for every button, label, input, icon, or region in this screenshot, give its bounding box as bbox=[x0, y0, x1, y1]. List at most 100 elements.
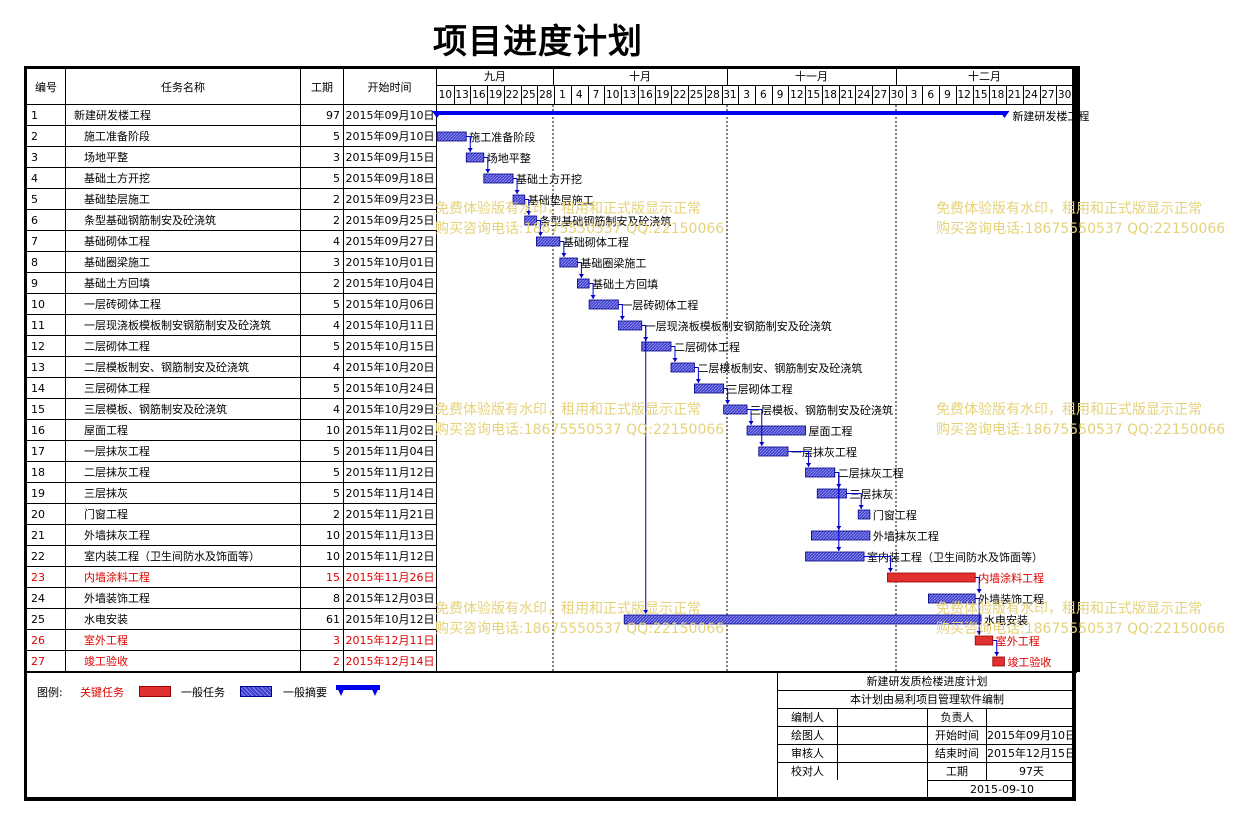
task-name: 外墙装饰工程 bbox=[84, 592, 150, 605]
task-bar bbox=[588, 299, 619, 310]
dependency-arrowhead bbox=[485, 169, 491, 173]
task-id: 9 bbox=[31, 277, 38, 290]
grid-day-sep bbox=[671, 86, 673, 104]
grid-hline bbox=[27, 335, 436, 336]
grid-day-sep bbox=[604, 86, 606, 104]
grid-month-sep bbox=[553, 68, 554, 85]
legend-normal-swatch bbox=[240, 686, 272, 697]
dependency-link bbox=[834, 472, 840, 530]
grid-day-sep bbox=[688, 86, 690, 104]
grid-day-sep bbox=[570, 86, 572, 104]
day-label: 21 bbox=[840, 89, 854, 101]
task-start: 2015年10月20日 bbox=[345, 361, 435, 374]
dependency-link bbox=[788, 451, 810, 467]
dependency-arrowhead bbox=[858, 505, 864, 509]
day-label: 10 bbox=[438, 89, 453, 101]
task-start: 2015年09月18日 bbox=[345, 172, 435, 185]
grid-day-sep bbox=[520, 86, 522, 104]
task-id: 17 bbox=[31, 445, 45, 458]
task-bar bbox=[536, 236, 561, 247]
dependency-arrowhead bbox=[887, 568, 893, 572]
day-label: 18 bbox=[990, 89, 1005, 101]
task-bar bbox=[623, 614, 982, 625]
grid-day-sep bbox=[721, 86, 723, 104]
task-start: 2015年12月11日 bbox=[345, 634, 435, 647]
day-label: 7 bbox=[592, 89, 600, 101]
task-bar-label: 基础垫层施工 bbox=[528, 193, 594, 207]
frame-right-border bbox=[1075, 66, 1080, 672]
legend-critical-label: 关键任务 bbox=[80, 686, 124, 699]
task-duration: 8 bbox=[333, 592, 340, 605]
dependency-arrowhead bbox=[806, 463, 812, 467]
task-bar-label: 外墙抹灰工程 bbox=[873, 529, 939, 543]
info-checker-label: 校对人 bbox=[791, 765, 824, 778]
task-id: 27 bbox=[31, 655, 45, 668]
task-duration: 10 bbox=[326, 424, 340, 437]
grid-day-sep bbox=[1022, 86, 1024, 104]
task-bar bbox=[805, 467, 836, 478]
info-reviewer-label: 审核人 bbox=[791, 747, 824, 760]
grid-vline bbox=[65, 68, 66, 672]
dependency-link bbox=[483, 157, 489, 173]
task-id: 14 bbox=[31, 382, 45, 395]
task-bar-label: 基础砌体工程 bbox=[563, 235, 629, 249]
info-duration-value: 97天 bbox=[1019, 765, 1044, 778]
task-name: 基础土方开挖 bbox=[84, 172, 150, 185]
task-start: 2015年11月14日 bbox=[345, 487, 435, 500]
grid-day-sep bbox=[738, 86, 740, 104]
grid-hline bbox=[27, 587, 436, 588]
grid-hline bbox=[27, 461, 436, 462]
task-id: 24 bbox=[31, 592, 45, 605]
task-bar bbox=[928, 593, 976, 604]
grid-hline-header bbox=[27, 104, 1073, 105]
task-duration: 5 bbox=[333, 172, 340, 185]
task-id: 3 bbox=[31, 151, 38, 164]
day-label: 12 bbox=[957, 89, 971, 101]
task-name: 基础砌体工程 bbox=[84, 235, 150, 248]
task-name: 屋面工程 bbox=[84, 424, 128, 437]
task-name: 一层抹灰工程 bbox=[84, 445, 150, 458]
day-label: 30 bbox=[1057, 89, 1072, 101]
grid-vline bbox=[1073, 68, 1074, 672]
day-label: 27 bbox=[873, 89, 888, 101]
day-label: 9 bbox=[944, 89, 951, 101]
task-id: 16 bbox=[31, 424, 45, 437]
task-name: 室外工程 bbox=[84, 634, 128, 647]
dependency-arrowhead bbox=[759, 442, 765, 446]
grid-hline bbox=[27, 440, 436, 441]
task-name: 门窗工程 bbox=[84, 508, 128, 521]
grid-day-sep bbox=[503, 86, 505, 104]
grid-day-sep bbox=[771, 86, 773, 104]
task-start: 2015年09月15日 bbox=[345, 151, 435, 164]
task-id: 22 bbox=[31, 550, 45, 563]
task-name: 二层砌体工程 bbox=[84, 340, 150, 353]
task-bar-label: 屋面工程 bbox=[809, 425, 853, 438]
task-id: 15 bbox=[31, 403, 45, 416]
day-label: 1 bbox=[559, 89, 566, 101]
day-label: 10 bbox=[606, 89, 620, 101]
task-name: 场地平整 bbox=[84, 151, 128, 164]
task-name: 外墙抹灰工程 bbox=[84, 529, 150, 542]
info-drawer-label: 绘图人 bbox=[791, 729, 824, 742]
dependency-arrowhead bbox=[836, 547, 842, 551]
task-bar bbox=[559, 257, 578, 268]
grid-day-sep bbox=[637, 86, 639, 104]
task-start: 2015年11月12日 bbox=[345, 466, 435, 479]
info-editor-label: 编制人 bbox=[791, 711, 824, 724]
day-label: 25 bbox=[522, 89, 536, 101]
legend-summary-label: 一般摘要 bbox=[283, 686, 327, 699]
day-label: 15 bbox=[806, 89, 821, 101]
info-hline bbox=[778, 690, 1076, 691]
grid-day-sep bbox=[537, 86, 539, 104]
task-name: 基础垫层施工 bbox=[84, 193, 150, 206]
day-label: 31 bbox=[723, 89, 737, 101]
dependency-arrowhead bbox=[514, 190, 520, 194]
grid-hline bbox=[27, 398, 436, 399]
dependency-link bbox=[846, 493, 862, 509]
task-name: 内墙涂料工程 bbox=[84, 571, 150, 584]
dependency-link bbox=[513, 178, 518, 194]
grid-hline bbox=[27, 146, 436, 147]
dependency-arrowhead bbox=[695, 379, 701, 383]
task-id: 11 bbox=[31, 319, 45, 332]
task-id: 10 bbox=[31, 298, 45, 311]
